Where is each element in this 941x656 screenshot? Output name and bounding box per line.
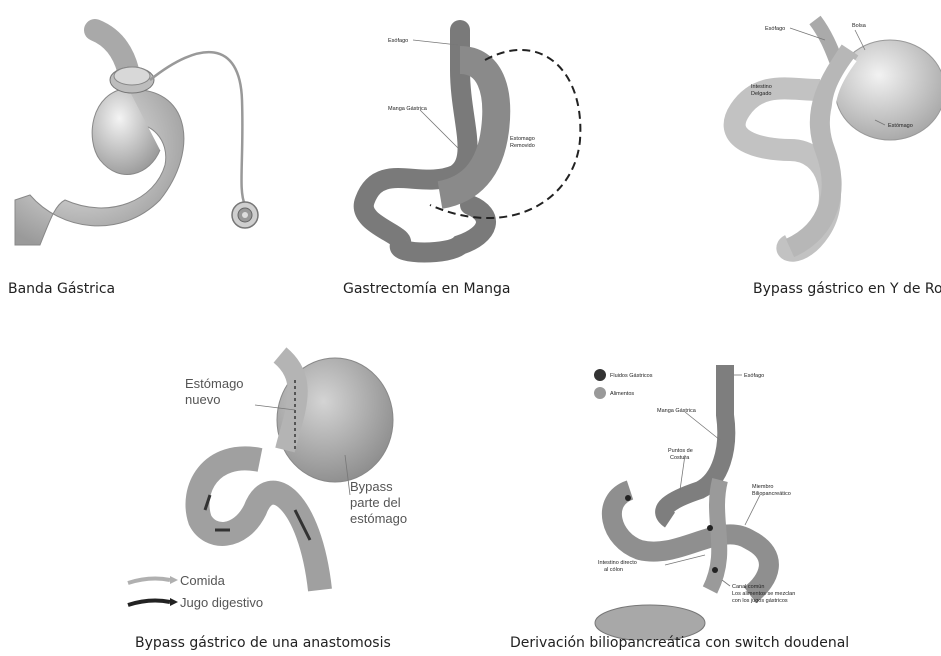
label-bypass-2: parte del: [350, 495, 401, 510]
label-intestino-2: Delgado: [751, 91, 772, 97]
caption-gastrectomia-manga: Gastrectomía en Manga: [343, 281, 511, 297]
panel-bypass-y-roux: Esófago Bolsa Intestino Delgado Estómago…: [640, 0, 941, 300]
label-intestino-directo-2: al cólon: [604, 567, 623, 573]
caption-bypass-anastomosis: Bypass gástrico de una anastomosis: [135, 635, 391, 651]
label-removido-2: Removido: [510, 143, 535, 149]
comida-arrow-icon: [128, 579, 170, 583]
label-manga: Manga Gástrica: [388, 106, 428, 112]
caption-derivacion-biliopancreatica: Derivación biliopancreática con switch d…: [510, 635, 849, 651]
alimentos-dot-icon: [594, 387, 606, 399]
derivacion-illustration: Fluidos Gástricos Alimentos Esófago Mang…: [560, 340, 941, 640]
panel-derivacion-biliopancreatica: Fluidos Gástricos Alimentos Esófago Mang…: [560, 340, 941, 656]
label-esofago-deriv: Esófago: [744, 373, 764, 379]
label-bypass-1: Bypass: [350, 479, 393, 494]
manga-illustration: Esófago Manga Gástrica Estomago Removido: [310, 0, 630, 300]
fluidos-dot-icon: [594, 369, 606, 381]
y-roux-illustration: Esófago Bolsa Intestino Delgado Estómago: [640, 0, 941, 300]
panel-banda-gastrica: Banda Gástrica: [0, 0, 300, 300]
label-miembro-2: Biliopancreático: [752, 491, 791, 497]
panel-gastrectomia-manga: Esófago Manga Gástrica Estomago Removido…: [310, 0, 630, 300]
label-canal-2: Los alimentos se mezclan: [732, 591, 795, 597]
jugo-arrow-icon: [128, 601, 170, 605]
label-bypass-3: estómago: [350, 511, 407, 526]
caption-bypass-y-roux: Bypass gástrico en Y de Roux: [753, 281, 941, 297]
label-intestino-directo-1: Intestino directo: [598, 560, 637, 566]
label-bolsa: Bolsa: [852, 23, 867, 29]
label-puntos-1: Puntos de: [668, 448, 693, 454]
label-estomago-nuevo-2: nuevo: [185, 392, 220, 407]
label-intestino-1: Intestino: [751, 84, 772, 90]
label-removido-1: Estomago: [510, 136, 535, 142]
anastomosis-illustration: Estómago nuevo Bypass parte del estómago…: [110, 340, 440, 640]
label-miembro-1: Miembro: [752, 484, 773, 490]
caption-banda-gastrica: Banda Gástrica: [8, 281, 115, 297]
panel-bypass-anastomosis: Estómago nuevo Bypass parte del estómago…: [110, 340, 440, 656]
label-esofago-roux: Esófago: [765, 26, 785, 32]
label-estomago-roux: Estómago: [888, 123, 913, 129]
label-manga-deriv: Manga Gástrica: [657, 408, 697, 414]
label-estomago-nuevo-1: Estómago: [185, 376, 244, 391]
label-puntos-2: Costura: [670, 455, 690, 461]
legend-comida: Comida: [180, 573, 226, 588]
legend-alimentos: Alimentos: [610, 391, 634, 397]
label-esofago: Esófago: [388, 38, 408, 44]
banda-gastrica-illustration: [0, 0, 300, 300]
legend-jugo: Jugo digestivo: [180, 595, 263, 610]
label-canal-3: con los jugos gástricos: [732, 598, 788, 604]
legend-fluidos: Fluidos Gástricos: [610, 373, 653, 379]
label-canal-1: Canal común: [732, 584, 764, 590]
